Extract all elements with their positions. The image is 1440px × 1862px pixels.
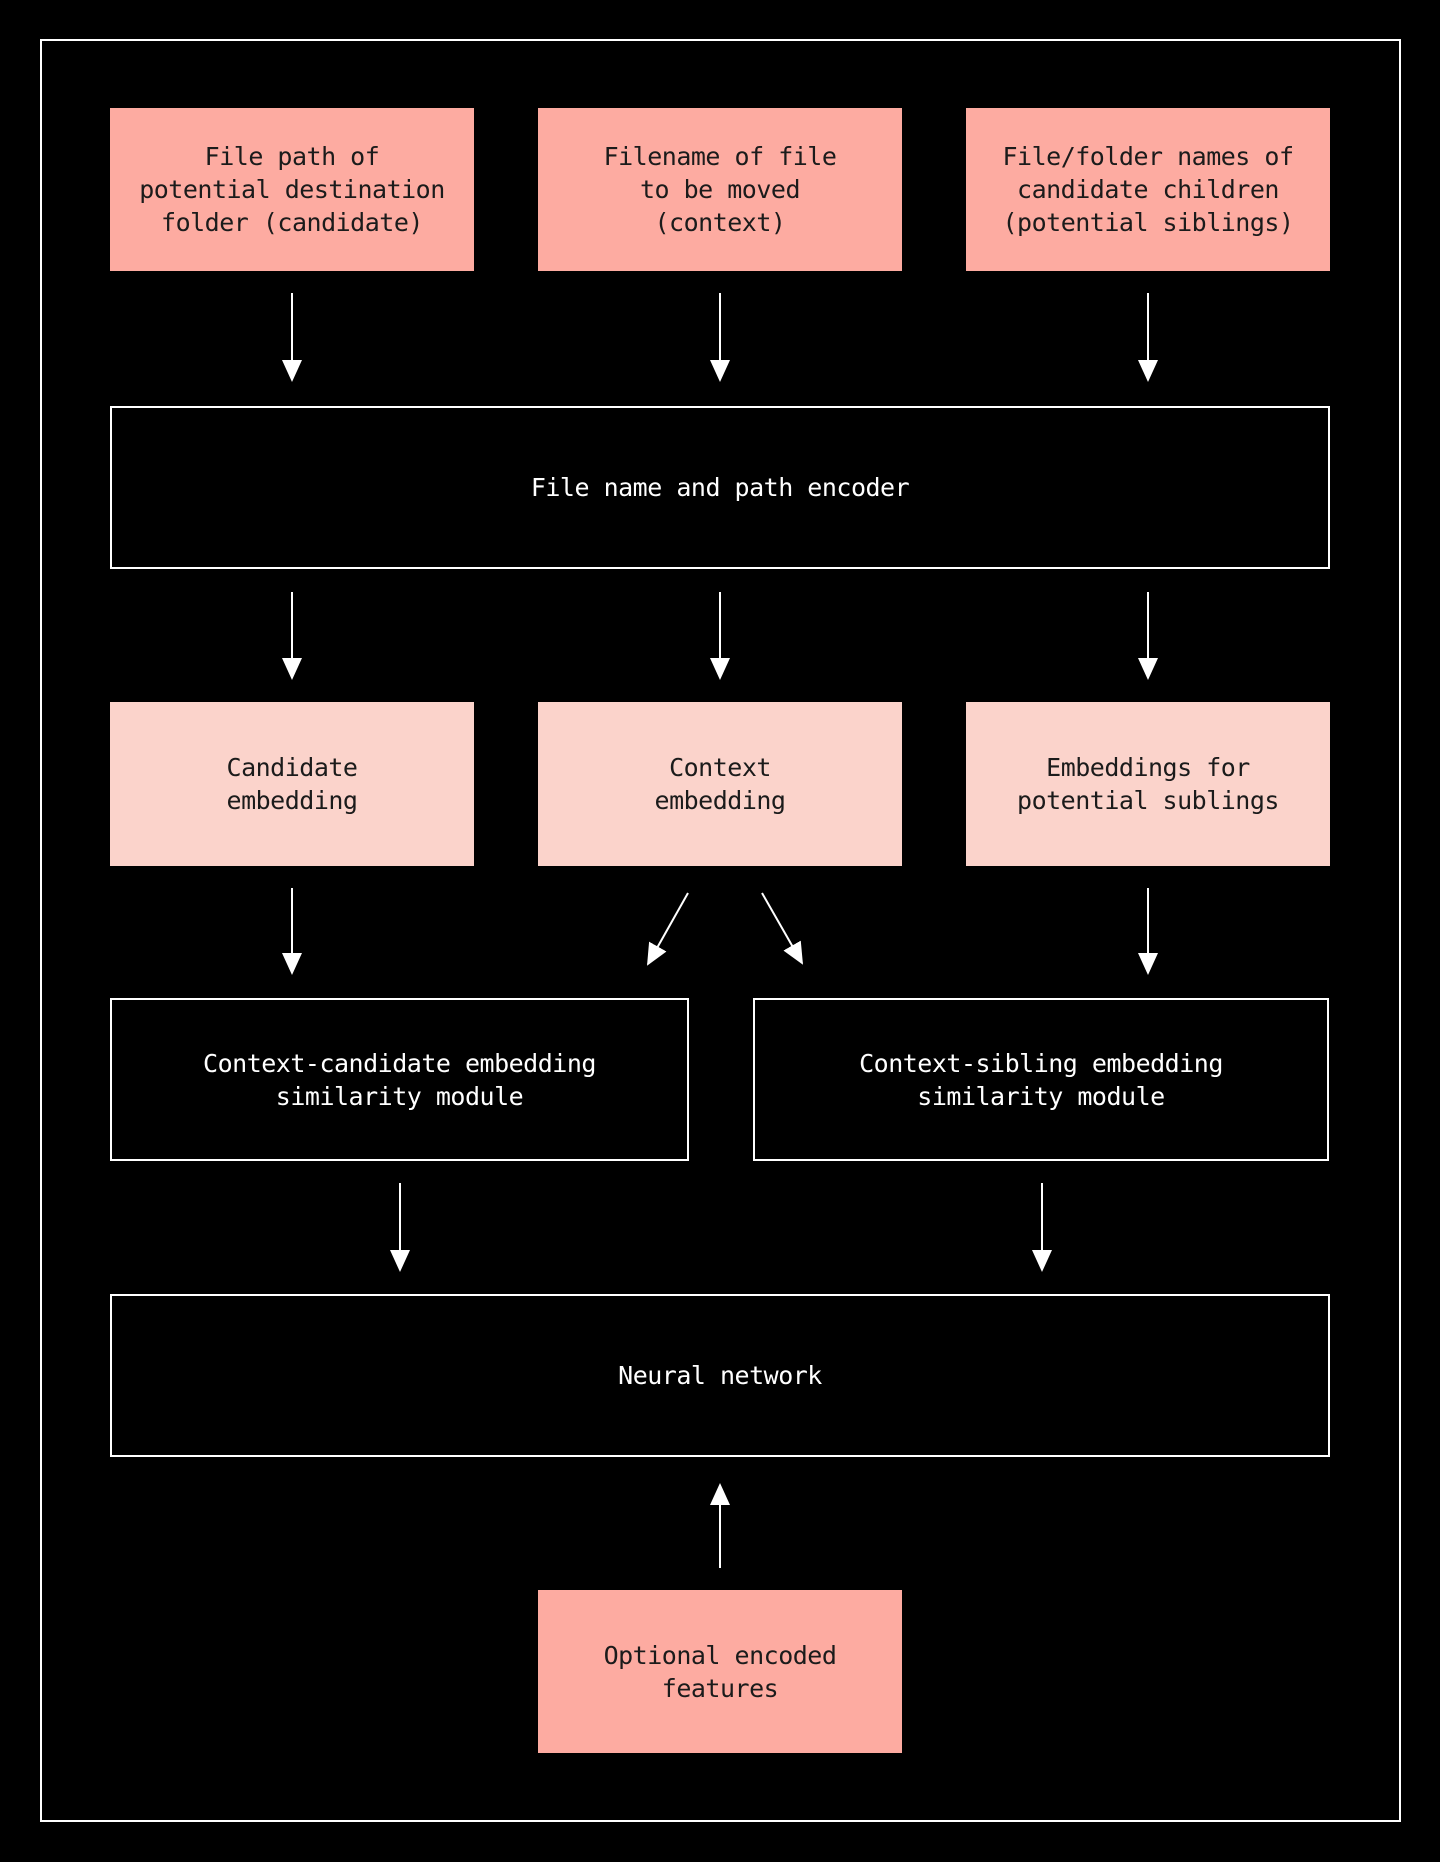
input-candidate-path-label: File path of potential destination folde… [139, 142, 445, 237]
context-embedding-box: Context embedding [538, 702, 902, 866]
input-candidate-path-box: File path of potential destination folde… [110, 108, 474, 271]
context-candidate-similarity-module-box: Context-candidate embedding similarity m… [110, 998, 689, 1161]
candidate-embedding-box: Candidate embedding [110, 702, 474, 866]
context-embedding-label: Context embedding [654, 753, 786, 815]
context-candidate-similarity-module-label: Context-candidate embedding similarity m… [203, 1048, 596, 1111]
input-children-box: File/folder names of candidate children … [966, 108, 1330, 271]
context-sibling-similarity-module-box: Context-sibling embedding similarity mod… [753, 998, 1329, 1161]
neural-network-box: Neural network [110, 1294, 1330, 1457]
sibling-embeddings-label: Embeddings for potential sublings [1017, 753, 1279, 815]
input-filename-label: Filename of file to be moved (context) [603, 142, 837, 237]
file-name-path-encoder-box: File name and path encoder [110, 406, 1330, 569]
optional-encoded-features-label: Optional encoded features [603, 1640, 837, 1703]
diagram-border-frame [40, 39, 1401, 1822]
optional-encoded-features-box: Optional encoded features [538, 1590, 902, 1753]
neural-network-label: Neural network [618, 1361, 822, 1390]
file-name-path-encoder-label: File name and path encoder [530, 473, 910, 502]
sibling-embeddings-box: Embeddings for potential sublings [966, 702, 1330, 866]
context-sibling-similarity-module-label: Context-sibling embedding similarity mod… [859, 1048, 1223, 1111]
input-filename-box: Filename of file to be moved (context) [538, 108, 902, 271]
input-children-label: File/folder names of candidate children … [1002, 142, 1294, 237]
candidate-embedding-label: Candidate embedding [226, 753, 358, 815]
